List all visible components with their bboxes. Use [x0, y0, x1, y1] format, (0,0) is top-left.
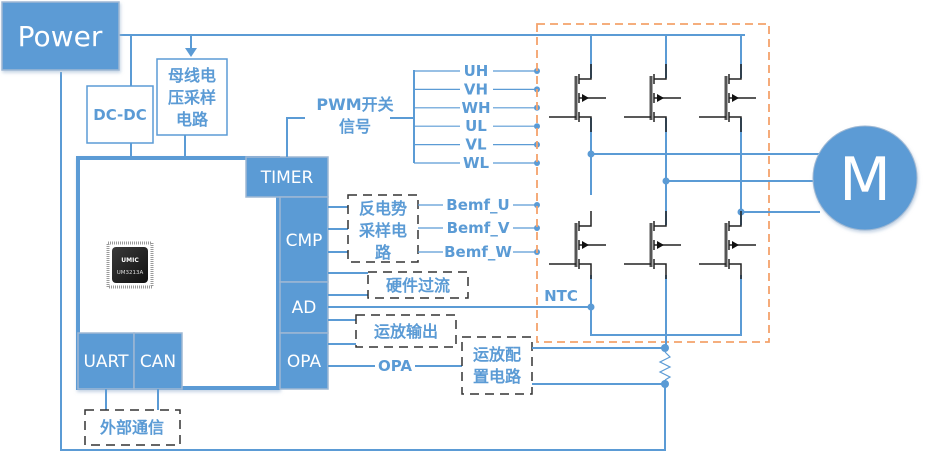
motor: M [812, 125, 918, 231]
external-comm-block: 外部通信 [84, 389, 181, 446]
bemf-channel-label: Bemf_U [446, 196, 509, 214]
mcu-block: UMIC UM3213A TIMER CMP AD OPA UART CAN [76, 156, 329, 390]
power-label: Power [18, 20, 103, 53]
bemf-circuit-line-1: 反电势 [359, 199, 407, 218]
bemf-terminal-dot [534, 225, 540, 231]
timer-label: TIMER [260, 168, 314, 188]
chip-brand: UMIC [121, 257, 139, 264]
opamp-output-block: 运放输出 [328, 314, 457, 348]
mosfets [549, 64, 756, 279]
uart-label: UART [83, 352, 129, 372]
pwm-channel-ul: UL [414, 117, 540, 135]
opa-label: OPA [287, 352, 322, 372]
bemf-terminal-dot [534, 202, 540, 208]
chip-model: UM3213A [117, 270, 144, 276]
ntc-line: NTC [328, 287, 591, 308]
pwm-channel-uh: UH [414, 62, 540, 80]
dcdc-block: DC-DC [86, 85, 154, 144]
hw-overcurrent-label: 硬件过流 [386, 276, 450, 295]
bemf-channel-label: Bemf_W [444, 243, 512, 261]
pwm-channel-label: VH [464, 80, 488, 98]
bus-sampling-line-3: 电路 [176, 110, 209, 129]
bemf-channel-bemf_v: Bemf_V [418, 219, 540, 237]
bus-sampling-line-2: 压采样 [168, 88, 216, 107]
opamp-config-block: OPA 运放配 置电路 [328, 336, 665, 395]
pwm-terminal-dot [534, 160, 540, 166]
opa-signal-label: OPA [378, 357, 412, 375]
pwm-channel-label: WH [461, 99, 490, 117]
pwm-signal-group: PWM开关 信号 [286, 70, 415, 163]
bus-sampling-line-1: 母线电 [168, 66, 216, 85]
pwm-label-line-1: PWM开关 [316, 95, 393, 114]
pwm-channel-wh: WH [414, 99, 540, 117]
mosfet-icon [624, 211, 681, 279]
bemf-circuit-line-3: 路 [375, 243, 392, 262]
ntc-label: NTC [544, 287, 578, 305]
pwm-label-line-2: 信号 [339, 117, 371, 136]
can-label: CAN [140, 352, 176, 372]
pwm-channel-vh: VH [414, 80, 540, 98]
inverter-boundary [536, 23, 770, 343]
pwm-channel-label: WL [463, 154, 490, 172]
mosfet-icon [549, 64, 606, 132]
mosfet-icon [624, 64, 681, 132]
pwm-channel-vl: VL [414, 136, 540, 154]
opamp-output-label: 运放输出 [374, 322, 438, 341]
pwm-channel-wl: WL [414, 154, 540, 172]
opamp-config-line-2: 置电路 [473, 367, 522, 386]
bemf-channel-bemf_u: Bemf_U [418, 196, 540, 214]
bemf-circuit-block: 反电势 采样电 路 [328, 194, 419, 263]
mcu-chip: UMIC UM3213A [106, 241, 154, 289]
arrow-down-icon [185, 48, 197, 57]
pwm-channel-label: UH [464, 62, 489, 80]
pwm-channel-label: VL [465, 136, 487, 154]
pwm-channel-label: UL [465, 117, 487, 135]
cmp-label: CMP [286, 231, 323, 251]
dcdc-label: DC-DC [93, 106, 147, 124]
ad-label: AD [292, 298, 317, 318]
motor-label: M [839, 145, 891, 215]
bemf-channel-label: Bemf_V [447, 219, 510, 237]
power-wires [60, 34, 745, 451]
mosfet-icon [549, 211, 606, 279]
bemf-channel-bemf_w: Bemf_W [418, 243, 540, 261]
external-comm-label: 外部通信 [99, 418, 164, 437]
mosfet-icon [699, 211, 756, 279]
mosfet-icon [699, 64, 756, 132]
power-block: Power [1, 1, 120, 71]
opamp-config-line-1: 运放配 [473, 345, 521, 364]
inverter-bridge [536, 23, 820, 388]
hw-overcurrent-block: 硬件过流 [328, 271, 469, 299]
shunt-resistor-icon [658, 351, 672, 381]
bemf-channels: Bemf_U Bemf_V Bemf_W [418, 196, 540, 261]
pwm-terminal-dot [534, 123, 540, 130]
bus-voltage-sampling-block: 母线电 压采样 电路 [156, 58, 228, 136]
bemf-circuit-line-2: 采样电 [358, 221, 407, 240]
